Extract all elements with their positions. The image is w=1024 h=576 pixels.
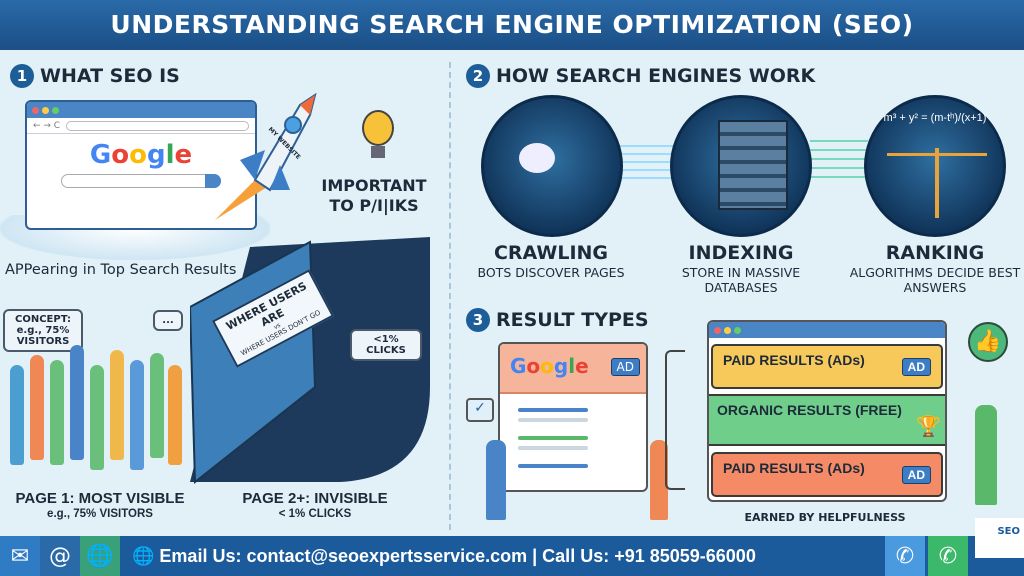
- crowd-illustration: [5, 345, 190, 480]
- step-indexing-sub: STORE IN MASSIVE DATABASES: [681, 265, 801, 295]
- contact-footer: ✉ @ 🌐 🌐 Email Us: contact@seoexpertsserv…: [0, 536, 1024, 576]
- section-divider: [449, 62, 451, 530]
- step-indexing-title: INDEXING: [688, 242, 794, 264]
- contact-info[interactable]: 🌐 Email Us: contact@seoexpertsservice.co…: [132, 536, 756, 576]
- scale-algorithm-icon: m³ + y² = (m-tʰ)/(x+1): [864, 95, 1006, 237]
- robot-crawler-icon: [481, 95, 623, 237]
- dots-bubble: ...: [153, 310, 183, 331]
- trophy-icon: 🏆: [916, 416, 941, 438]
- section2-title: HOW SEARCH ENGINES WORK: [496, 65, 816, 87]
- browser-tabbar: [27, 102, 255, 118]
- results-browser: PAID RESULTS (ADs) AD ORGANIC RESULTS (F…: [707, 320, 947, 502]
- serp-browser: Google AD: [498, 342, 648, 492]
- globe-icon: 🌐: [132, 546, 160, 566]
- mail-icon[interactable]: ✉: [0, 536, 40, 576]
- step-ranking-title: RANKING: [885, 242, 985, 264]
- clicks-bubble: <1% CLICKS: [350, 329, 422, 361]
- paid-result-top[interactable]: PAID RESULTS (ADs) AD: [711, 344, 943, 389]
- paid-result-bottom[interactable]: PAID RESULTS (ADs) AD: [711, 452, 943, 497]
- result-footer-caption: EARNED BY HELPFULNESS: [744, 511, 906, 524]
- step-ranking-sub: ALGORITHMS DECIDE BEST ANSWERS: [849, 265, 1021, 295]
- page-title: UNDERSTANDING SEARCH ENGINE OPTIMIZATION…: [0, 0, 1024, 50]
- ad-badge: AD: [901, 466, 931, 484]
- google-logo: Google: [510, 354, 589, 378]
- rocket-icon: MY WEBSITE: [205, 90, 325, 230]
- page2-sub: < 1% CLICKS: [278, 508, 352, 520]
- person-with-phone: [650, 440, 668, 520]
- ad-badge: AD: [901, 358, 931, 376]
- formula: m³ + y² = (m-tʰ)/(x+1): [883, 112, 987, 124]
- page2-title: PAGE 2+: INVISIBLE: [242, 490, 388, 507]
- step-crawling-title: CRAWLING: [493, 242, 609, 264]
- checkmark-icon: ✓: [466, 398, 494, 422]
- google-logo: Google: [89, 140, 193, 170]
- bulb-caption: IMPORTANT TO P/I|IKS: [321, 176, 427, 215]
- section2-heading: 2 HOW SEARCH ENGINES WORK: [466, 64, 815, 88]
- section1-heading: 1 WHAT SEO IS: [10, 64, 180, 88]
- at-icon[interactable]: @: [40, 536, 80, 576]
- browser-window: ← → C Google: [25, 100, 257, 230]
- step-crawling-sub: BOTS DISCOVER PAGES: [477, 265, 625, 280]
- page1-title: PAGE 1: MOST VISIBLE: [15, 490, 185, 507]
- search-icon[interactable]: [205, 174, 221, 188]
- section3-title: RESULT TYPES: [496, 309, 649, 331]
- thumbs-up-icon: 👍: [968, 322, 1008, 362]
- organic-result[interactable]: ORGANIC RESULTS (FREE) 🏆: [709, 394, 945, 446]
- connector-arrows: [665, 350, 685, 490]
- person-with-tablet: [975, 405, 997, 505]
- result-label: ORGANIC RESULTS (FREE): [717, 402, 902, 418]
- whatsapp-icon[interactable]: ✆: [928, 536, 968, 576]
- result-label: PAID RESULTS (ADs): [723, 460, 865, 476]
- server-database-icon: [670, 95, 812, 237]
- ad-badge: AD: [610, 358, 640, 376]
- page1-sub: e.g., 75% VISITORS: [47, 508, 153, 520]
- concept-bubble: CONCEPT: e.g., 75% VISITORS: [3, 309, 83, 352]
- person-pointing: [486, 440, 506, 520]
- browser-address-bar: ← → C: [27, 118, 255, 134]
- logo-text: SEO: [997, 526, 1020, 537]
- seo-logo: SEO: [975, 518, 1024, 558]
- section-number: 1: [10, 64, 34, 88]
- section-number: 3: [466, 308, 490, 332]
- globe-icon[interactable]: 🌐: [80, 536, 120, 576]
- search-input[interactable]: [61, 174, 221, 188]
- section3-heading: 3 RESULT TYPES: [466, 308, 649, 332]
- section1-caption: APPearing in Top Search Results: [5, 262, 237, 278]
- phone-icon[interactable]: ✆: [885, 536, 925, 576]
- section-number: 2: [466, 64, 490, 88]
- result-label: PAID RESULTS (ADs): [723, 352, 865, 368]
- contact-text: Email Us: contact@seoexpertsservice.com …: [159, 546, 756, 566]
- lightbulb-icon: [348, 100, 408, 172]
- section1-title: WHAT SEO IS: [40, 65, 180, 87]
- data-stream: [810, 140, 868, 185]
